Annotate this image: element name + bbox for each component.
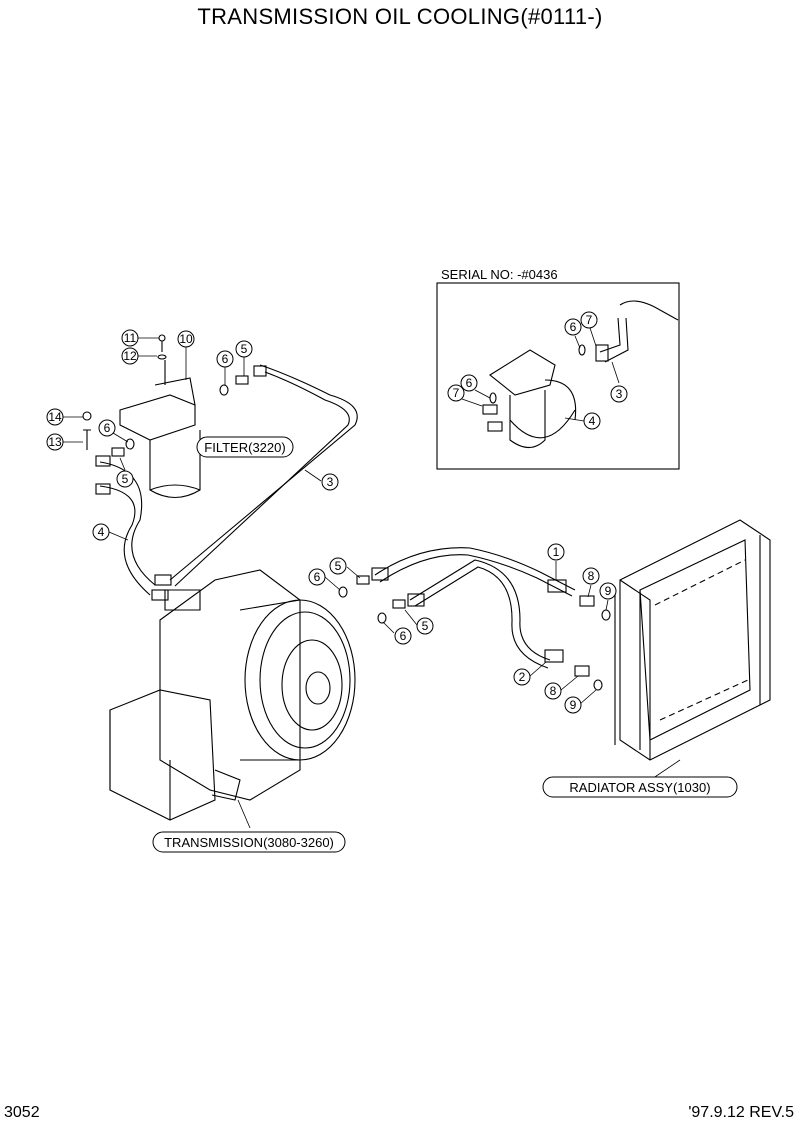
callout-5d [416, 617, 434, 635]
inset-callout-6a [564, 318, 582, 336]
inset-frame [436, 282, 680, 470]
transmission-drawing [109, 569, 356, 821]
callout-2-text: 2 [519, 670, 526, 684]
inset-callout-6b-text: 6 [466, 376, 473, 390]
hose-1 [374, 547, 576, 597]
callout-6c-text: 6 [314, 570, 321, 584]
callout-3-text: 3 [327, 475, 334, 489]
callout-6d-text: 6 [400, 629, 407, 643]
hose-2 [409, 559, 551, 669]
inset-callout-7a-text: 7 [586, 313, 593, 327]
transmission-label: TRANSMISSION(3080-3260) [164, 835, 334, 850]
revision-note: '97.9.12 REV.5 [688, 1104, 794, 1121]
radiator-label: RADIATOR ASSY(1030) [569, 780, 710, 795]
callout-8b [544, 682, 562, 700]
inset-callout-6b [460, 374, 478, 392]
inset-callout-7a [580, 311, 598, 329]
page-title: TRANSMISSION OIL COOLING(#0111-) [197, 4, 603, 29]
callout-8a-text: 8 [588, 569, 595, 583]
callout-13 [46, 433, 64, 451]
callout-10-text: 10 [179, 332, 193, 346]
callout-9a-text: 9 [605, 584, 612, 598]
callout-6a-text: 6 [222, 352, 229, 366]
hose-3 [169, 364, 358, 587]
callout-9a [599, 582, 617, 600]
callout-5b-text: 5 [122, 472, 129, 486]
callout-14 [46, 408, 64, 426]
part-number-callouts [46, 311, 628, 714]
inset-callout-7b-text: 7 [453, 386, 460, 400]
inset-callout-4-text: 4 [589, 414, 596, 428]
inset-callout-3-text: 3 [616, 387, 623, 401]
inset-callout-6a-text: 6 [570, 320, 577, 334]
callout-11-text: 11 [124, 331, 137, 345]
callout-5c-text: 5 [335, 559, 342, 573]
callout-1-text: 1 [553, 545, 560, 559]
callout-10 [177, 330, 195, 348]
filter-drawing [82, 334, 201, 499]
callout-5a [235, 340, 253, 358]
callout-9b-text: 9 [570, 698, 577, 712]
callout-6c [308, 568, 326, 586]
callout-12-text: 12 [123, 349, 137, 363]
callout-6d [394, 627, 412, 645]
callout-6a [216, 350, 234, 368]
callout-14-text: 14 [48, 410, 62, 424]
callout-8b-text: 8 [550, 684, 557, 698]
callout-4 [92, 523, 110, 541]
callout-5b [116, 470, 134, 488]
inset-callout-3 [610, 385, 628, 403]
callout-3 [321, 473, 339, 491]
callout-13-text: 13 [48, 435, 62, 449]
inset-drawing [482, 300, 679, 449]
callout-5c [329, 557, 347, 575]
callout-5d-text: 5 [422, 619, 429, 633]
inset-label: SERIAL NO: -#0436 [441, 267, 558, 282]
callout-4-text: 4 [98, 525, 105, 539]
callout-12 [121, 347, 139, 365]
fittings [95, 365, 595, 677]
assembly-labels: FILTER(3220) RADIATOR ASSY(1030) TRANSMI… [152, 267, 738, 853]
callout-6b-text: 6 [104, 421, 111, 435]
page-code: 3052 [4, 1104, 40, 1121]
radiator-drawing [614, 519, 771, 761]
callout-6b [98, 419, 116, 437]
part-number-texts: 11 12 10 6 5 14 6 13 5 3 4 5 6 1 8 9 6 5… [48, 313, 622, 712]
inset-callout-4 [583, 412, 601, 430]
callout-5a-text: 5 [241, 342, 248, 356]
callout-2 [513, 668, 531, 686]
callout-8a [582, 567, 600, 585]
o-rings [125, 384, 611, 691]
inset-callout-7b [447, 384, 465, 402]
callout-1 [547, 543, 565, 561]
filter-label: FILTER(3220) [204, 440, 285, 455]
callout-9b [564, 696, 582, 714]
callout-11 [121, 329, 139, 347]
